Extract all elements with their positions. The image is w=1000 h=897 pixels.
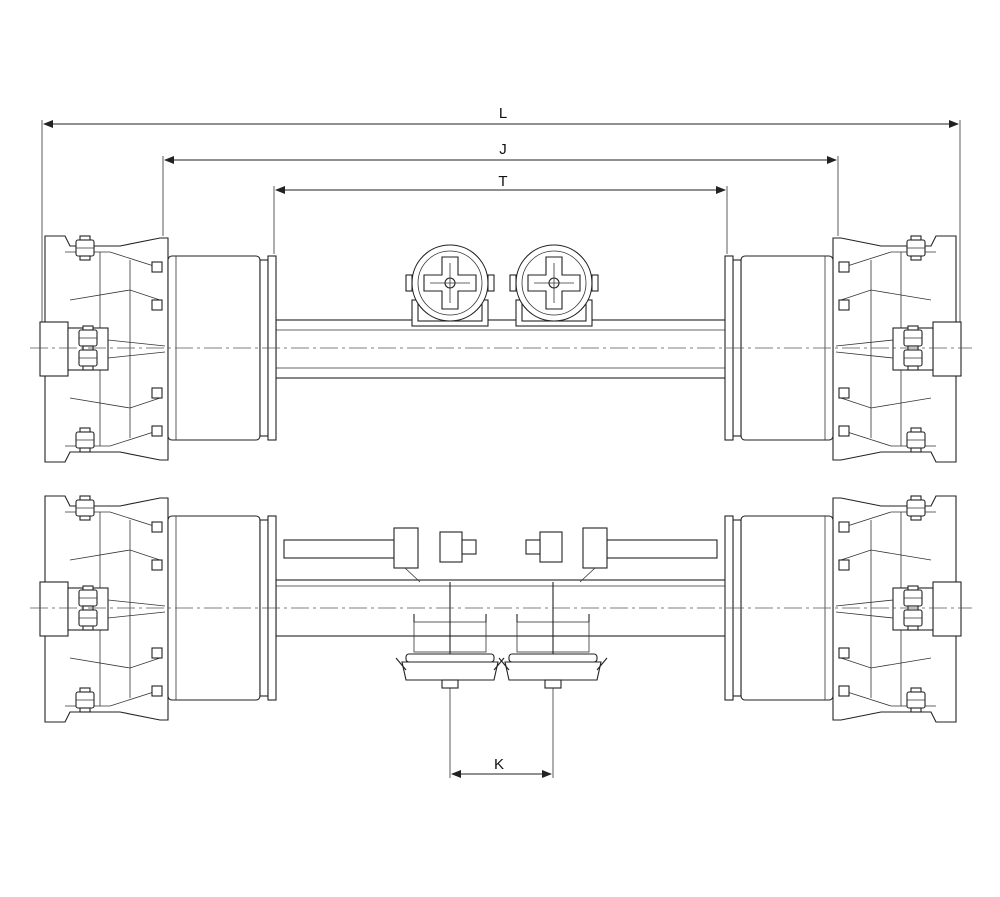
dimension-J: J xyxy=(162,141,839,236)
dimension-label-L: L xyxy=(499,105,507,122)
left-hub-front xyxy=(40,496,276,722)
dimension-L: L xyxy=(41,105,961,340)
brake-chamber-left-top xyxy=(405,244,495,322)
dimension-label-K: K xyxy=(494,756,504,773)
dimension-K: K xyxy=(449,688,554,778)
top-view xyxy=(30,236,972,462)
dimension-T: T xyxy=(273,173,728,254)
axle-beam-top xyxy=(275,319,727,379)
dimension-label-J: J xyxy=(499,141,507,158)
dimension-label-T: T xyxy=(498,173,507,190)
left-hub-top xyxy=(40,236,276,462)
brake-chamber-right-top xyxy=(509,244,599,322)
front-view xyxy=(30,496,972,722)
right-hub-top xyxy=(725,236,961,462)
right-hub-front xyxy=(725,496,961,722)
